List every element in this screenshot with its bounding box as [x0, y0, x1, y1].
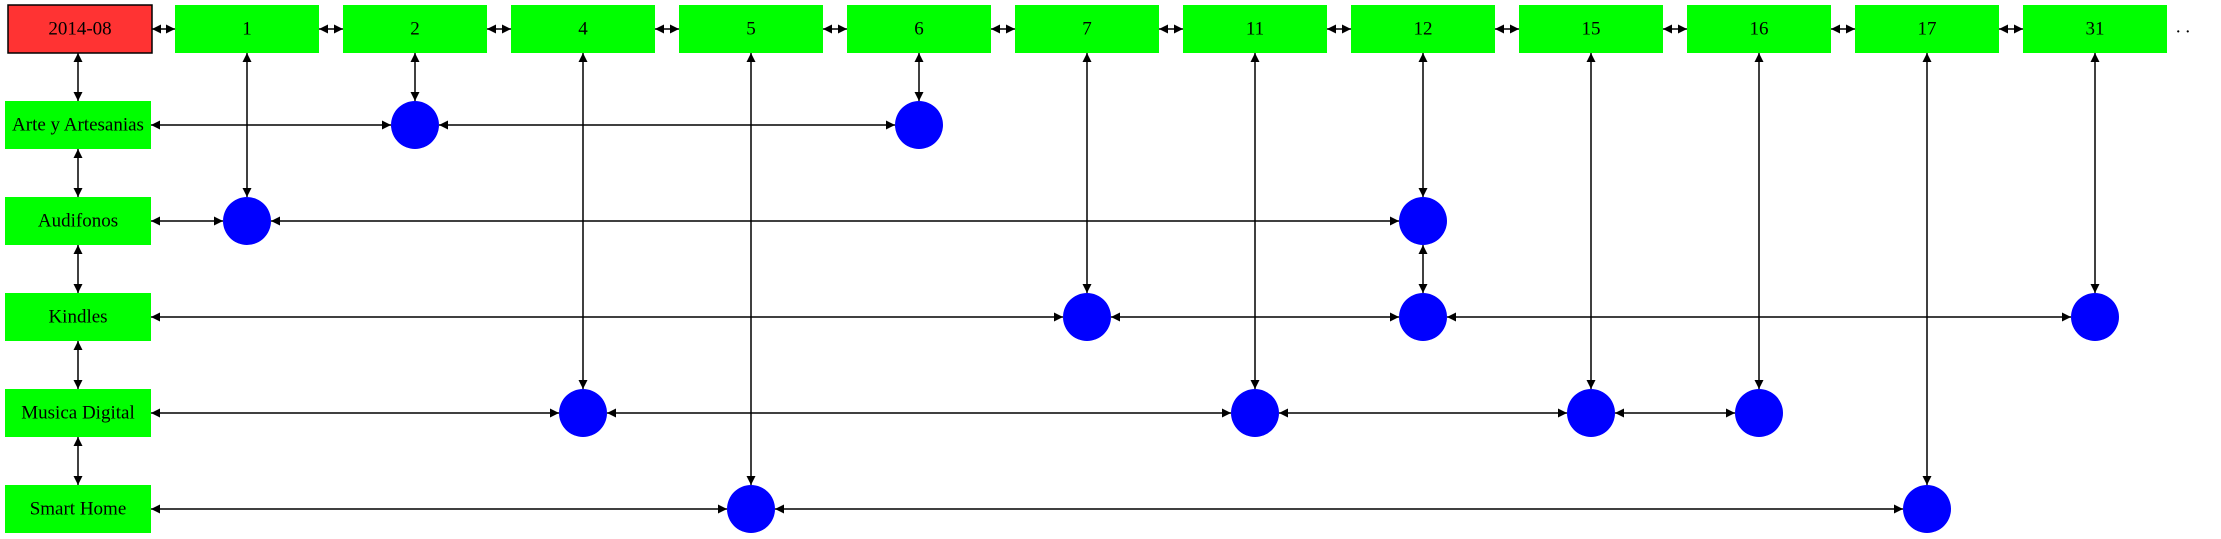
event-dot-4-5 [727, 485, 775, 533]
category-label-2: Kindles [48, 307, 107, 328]
event-dot-0-2 [391, 101, 439, 149]
category-node-4 [5, 485, 151, 533]
day-node-label-1: 1 [242, 19, 252, 40]
day-node-15 [1519, 5, 1663, 53]
day-node-label-31: 31 [2086, 19, 2105, 40]
event-dot-3-15 [1567, 389, 1615, 437]
edge-layer [73, 24, 2100, 514]
event-dot-3-16 [1735, 389, 1783, 437]
day-node-31 [2023, 5, 2167, 53]
category-node-0 [5, 101, 151, 149]
event-dot-4-17 [1903, 485, 1951, 533]
event-dot-3-4 [559, 389, 607, 437]
month-node [7, 4, 153, 54]
day-node-2 [343, 5, 487, 53]
day-node-label-6: 6 [914, 19, 924, 40]
day-node-17 [1855, 5, 1999, 53]
day-node-label-2: 2 [410, 19, 420, 40]
category-label-3: Musica Digital [21, 403, 134, 424]
day-node-16 [1687, 5, 1831, 53]
day-node-label-15: 15 [1582, 19, 1601, 40]
category-label-0: Arte y Artesanias [12, 115, 144, 136]
month-node-label: 2014-08 [48, 19, 111, 40]
day-node-label-17: 17 [1918, 19, 1937, 40]
day-node-label-11: 11 [1246, 19, 1264, 40]
day-node-label-12: 12 [1414, 19, 1433, 40]
day-node-1 [175, 5, 319, 53]
category-node-3 [5, 389, 151, 437]
event-dot-2-31 [2071, 293, 2119, 341]
day-node-label-5: 5 [746, 19, 756, 40]
event-dot-0-6 [895, 101, 943, 149]
event-dot-3-11 [1231, 389, 1279, 437]
day-node-7 [1015, 5, 1159, 53]
day-node-4 [511, 5, 655, 53]
category-label-4: Smart Home [30, 499, 127, 520]
day-node-6 [847, 5, 991, 53]
trailing-ellipsis: . . [2176, 17, 2190, 38]
day-node-11 [1183, 5, 1327, 53]
event-dot-2-12 [1399, 293, 1447, 341]
category-node-1 [5, 197, 151, 245]
day-node-label-7: 7 [1082, 19, 1092, 40]
day-node-label-16: 16 [1750, 19, 1769, 40]
day-node-5 [679, 5, 823, 53]
event-dot-1-1 [223, 197, 271, 245]
category-label-1: Audifonos [38, 211, 118, 232]
event-dot-1-12 [1399, 197, 1447, 245]
category-node-2 [5, 293, 151, 341]
day-node-12 [1351, 5, 1495, 53]
day-node-label-4: 4 [578, 19, 588, 40]
event-dot-2-7 [1063, 293, 1111, 341]
